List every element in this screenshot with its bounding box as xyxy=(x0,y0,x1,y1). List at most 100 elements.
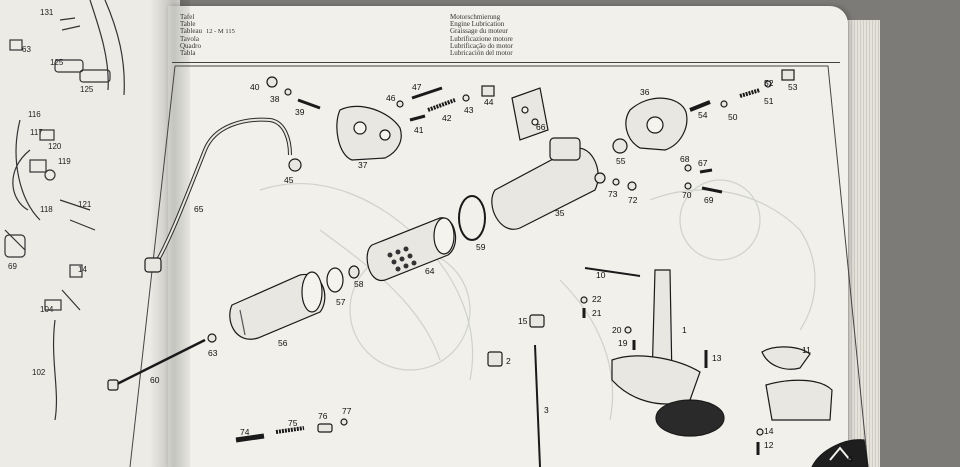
header-label: Tableau xyxy=(180,27,203,36)
part-callout: 66 xyxy=(536,122,546,132)
banjo-45 xyxy=(288,158,302,172)
left-page: 131 63 125 125 116 117 120 119 118 121 1… xyxy=(0,0,180,467)
gasket-59 xyxy=(458,195,486,241)
nut-40 xyxy=(266,76,278,88)
left-callout: 104 xyxy=(40,305,54,314)
part-callout: 65 xyxy=(194,204,204,214)
title-line: Graissage du moteur xyxy=(450,27,508,36)
page-number: 6 xyxy=(848,454,853,464)
part-callout: 44 xyxy=(484,97,494,107)
spring-42 xyxy=(427,98,456,112)
sleeve-2 xyxy=(487,351,503,367)
left-callout: 120 xyxy=(48,142,62,151)
washer-68 xyxy=(684,164,692,172)
table-code: 12 - M 115 xyxy=(206,28,235,35)
diagram-frame xyxy=(129,65,869,467)
title-line: Motorschmierung xyxy=(450,13,501,21)
left-callout: 63 xyxy=(22,45,31,54)
part-callout: 35 xyxy=(555,208,565,218)
pump-head-37 xyxy=(336,105,402,161)
part-callout: 54 xyxy=(698,110,708,120)
part-callout: 15 xyxy=(518,316,528,326)
washer-20 xyxy=(624,326,632,334)
spring-51 xyxy=(739,88,761,98)
part-callout: 11 xyxy=(802,345,811,355)
right-page xyxy=(168,6,848,467)
part-callout: 42 xyxy=(442,113,452,123)
corner-logo xyxy=(811,439,869,467)
left-callout: 125 xyxy=(80,85,94,94)
strainer-cover xyxy=(765,379,833,421)
part-callout: 36 xyxy=(640,87,650,97)
screw-41 xyxy=(409,114,426,122)
dipstick-3 xyxy=(534,344,541,467)
nut-72 xyxy=(627,181,637,191)
title-line: Lubricación del motor xyxy=(450,49,513,58)
screw-67 xyxy=(699,168,713,174)
left-callout: 14 xyxy=(78,265,87,274)
left-callout: 118 xyxy=(40,205,53,214)
bolt-60 xyxy=(114,338,206,387)
header-label: Tafel xyxy=(180,13,195,21)
part-callout: 19 xyxy=(618,338,628,348)
lever-10 xyxy=(584,267,641,277)
washer-14 xyxy=(756,428,764,436)
part-callout: 38 xyxy=(270,94,280,104)
part-callout: 51 xyxy=(764,96,774,106)
gasket-11 xyxy=(761,346,811,370)
washer-58 xyxy=(348,265,360,279)
title-line: Lubrificazione motore xyxy=(450,34,513,43)
part-callout: 77 xyxy=(342,406,352,416)
part-callout: 40 xyxy=(250,82,260,92)
bolt-47 xyxy=(411,86,443,100)
left-callout: 121 xyxy=(78,200,92,209)
part-callout: 52 xyxy=(764,78,774,88)
part-callout: 41 xyxy=(414,125,424,135)
washer-46 xyxy=(396,100,404,108)
part-callout: 56 xyxy=(278,338,288,348)
part-callout: 55 xyxy=(616,156,626,166)
bolt-54 xyxy=(689,100,711,112)
part-callout: 58 xyxy=(354,279,364,289)
part-callout: 53 xyxy=(788,82,798,92)
left-callout: 125 xyxy=(50,58,64,67)
header-label: Tavola xyxy=(180,34,199,43)
seal-55 xyxy=(612,138,628,154)
part-callout: 60 xyxy=(150,375,160,385)
part-callout: 70 xyxy=(682,190,692,200)
oil-pump-strainer xyxy=(655,399,725,437)
oil-pump-body xyxy=(611,355,701,405)
part-callout: 74 xyxy=(240,427,250,437)
part-callout: 73 xyxy=(608,189,618,199)
part-callout: 68 xyxy=(680,154,690,164)
part-callout: 2 xyxy=(506,356,511,366)
filter-housing-35 xyxy=(491,147,599,230)
title-line: Engine Lubrication xyxy=(450,20,505,29)
part-callout: 37 xyxy=(358,160,368,170)
oil-hose-65 xyxy=(153,117,292,267)
part-callout: 14 xyxy=(764,426,774,436)
part-callout: 64 xyxy=(425,266,435,276)
washer-73 xyxy=(612,178,620,186)
part-callout: 59 xyxy=(476,242,486,252)
washer-63 xyxy=(207,333,217,343)
left-callout: 131 xyxy=(40,8,54,17)
part-callout: 12 xyxy=(764,440,774,450)
part-callout: 47 xyxy=(412,82,422,92)
left-callout: 69 xyxy=(8,262,17,271)
stud-39 xyxy=(297,98,321,110)
washer-22 xyxy=(580,296,588,304)
washer-70 xyxy=(684,182,692,190)
left-callout: 119 xyxy=(58,157,71,166)
header-label: Table xyxy=(180,20,196,29)
header-rule xyxy=(172,62,840,63)
part-callout: 69 xyxy=(704,195,714,205)
section-title: Motorschmierung Engine Lubrication Grais… xyxy=(450,13,513,58)
part-callout: 13 xyxy=(712,353,722,363)
hose-fitting xyxy=(144,257,162,273)
part-callout: 75 xyxy=(288,418,298,428)
part-callout: 46 xyxy=(386,93,396,103)
part-callout: 22 xyxy=(592,294,602,304)
